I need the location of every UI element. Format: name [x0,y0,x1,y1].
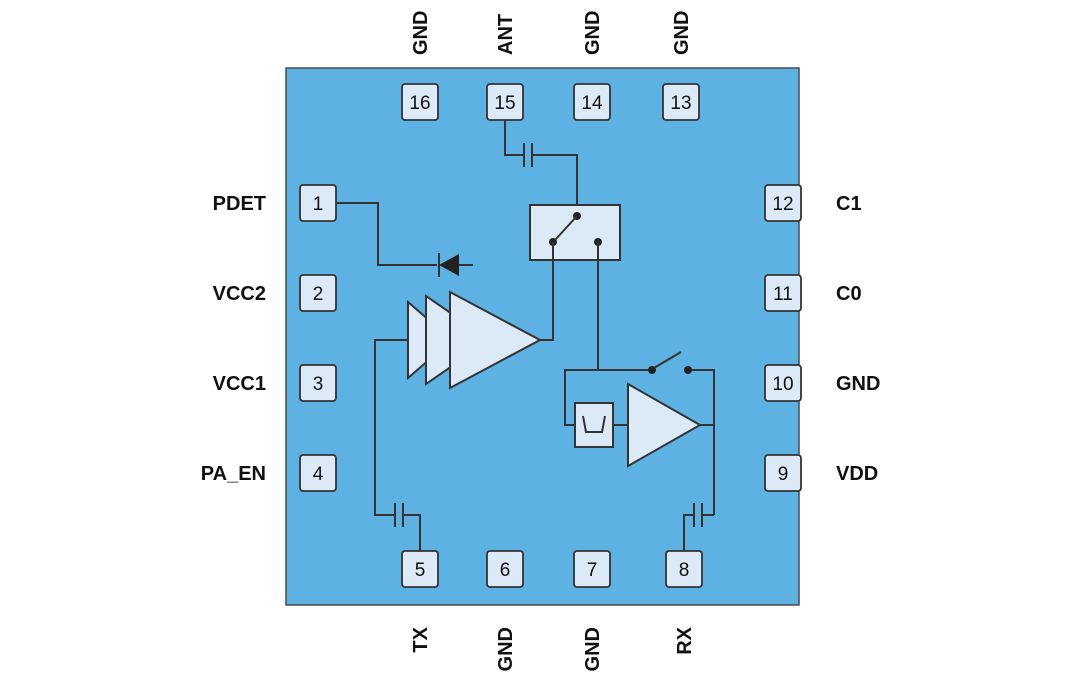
lna-amplifier-icon [627,382,703,468]
pa-output-wire [540,242,554,341]
ant-wire-out [532,154,578,211]
detector-diode-icon [439,254,459,276]
pin-13-name: GND [671,11,693,55]
pin-1-box [299,184,337,222]
pin-11-number: 11 [773,284,793,305]
pin-4-box [299,454,337,492]
pin-6-name: GND [495,627,517,671]
rx-filter [574,402,614,448]
pin-7-box [573,550,611,588]
pin-9-name: VDD [836,463,878,485]
pin-5-name: TX [410,626,432,652]
pin-16-number: 16 [409,93,430,114]
pin-7-name: GND [582,627,604,671]
switch-arm-icon [554,215,578,241]
pin-12-number: 12 [772,194,793,215]
pin-14-name: GND [582,11,604,55]
bypass-right-dot [684,366,692,374]
filter-input-wire [564,369,598,426]
pin-16-name: GND [410,11,432,55]
pin-10-box [764,364,802,402]
pin-13-number: 13 [670,93,691,114]
pin-2-number: 2 [313,284,324,305]
pin-1-name: PDET [213,193,266,215]
bypass-output-wire [692,369,715,515]
pin-2-name: VCC2 [213,283,266,305]
tx-wire-in [374,339,408,516]
pin-8-name: RX [674,626,696,654]
pin-15-number: 15 [494,93,515,114]
pin-16-box [401,83,439,121]
pin-9-number: 9 [778,464,789,485]
pin-14-number: 14 [581,93,603,114]
pdet-wire [336,202,437,266]
pin-12-box [764,184,802,222]
pin-1-number: 1 [313,194,324,215]
ant-wire-in [504,120,524,156]
pin-14-box [573,83,611,121]
pin-6-number: 6 [500,560,511,581]
pin-9-box [764,454,802,492]
pin-7-number: 7 [587,560,598,581]
bypass-arm-icon [653,351,682,369]
pin-11-name: C0 [836,283,862,305]
pin-12-name: C1 [836,193,862,215]
pin-5-box [401,550,439,588]
pin-3-name: VCC1 [213,373,266,395]
pin-3-number: 3 [313,374,324,395]
pin-13-box [662,83,700,121]
pin-4-name: PA_EN [201,463,266,485]
chip-body [285,67,800,606]
filter-response-icon [582,415,606,433]
tx-wire-out [403,514,421,551]
pin-8-box [665,550,703,588]
pin-10-number: 10 [772,374,793,395]
pin-4-number: 4 [313,464,324,485]
pa-stage3-icon [449,290,543,390]
pin-2-box [299,274,337,312]
pin-5-number: 5 [415,560,426,581]
pin-8-number: 8 [679,560,690,581]
bypass-switch [648,351,692,374]
pin-10-name: GND [836,373,880,395]
pin-15-box [486,83,524,121]
pin-11-box [764,274,802,312]
rx-wire-out [683,514,694,551]
pin-15-name: ANT [495,14,517,55]
pin-3-box [299,364,337,402]
pin-6-box [486,550,524,588]
